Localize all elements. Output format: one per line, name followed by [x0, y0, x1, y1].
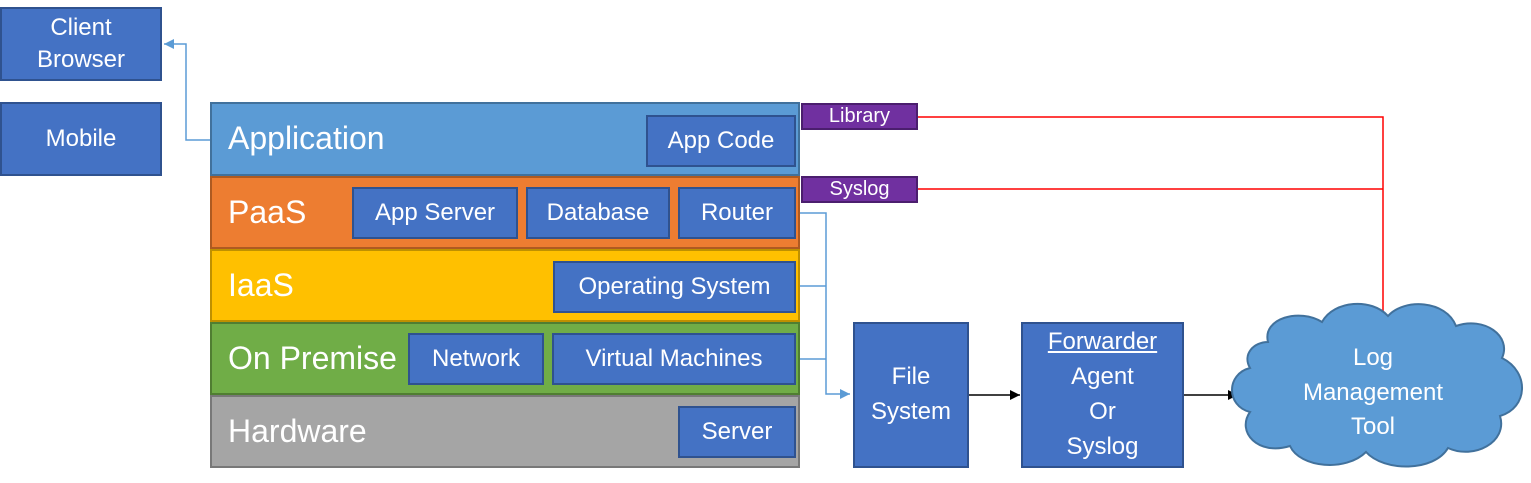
layer-hardware: Hardware Server — [210, 395, 800, 468]
mobile-box: Mobile — [0, 102, 162, 176]
app-to-browser-connector — [164, 39, 210, 141]
layer-paas-label: PaaS — [228, 194, 307, 230]
forwarder-line3: Syslog — [1066, 432, 1139, 460]
layer-iaas-label: IaaS — [228, 267, 294, 303]
layer-iaas: IaaS Operating System — [210, 249, 800, 322]
layer-hardware-label: Hardware — [228, 413, 367, 449]
library-to-log-tool-connector — [918, 116, 1388, 330]
layer-application-label: Application — [228, 120, 385, 156]
client-browser-line2: Browser — [36, 46, 126, 73]
mobile-label: Mobile — [45, 124, 117, 152]
component-app-code: App Code — [646, 115, 796, 167]
log-tool-line2: Management — [1302, 378, 1444, 406]
component-operating-system: Operating System — [553, 261, 796, 313]
component-virtual-machines: Virtual Machines — [552, 333, 796, 385]
file-system-line1: File — [891, 363, 931, 391]
syslog-tag: Syslog — [801, 176, 918, 203]
client-browser-box: Client Browser — [0, 7, 162, 81]
log-management-tool: Log Management Tool — [1268, 338, 1478, 448]
file-system-box: File System — [853, 322, 969, 468]
component-database: Database — [526, 187, 670, 239]
forwarder-line1: Agent — [1071, 363, 1134, 391]
component-app-server: App Server — [352, 187, 518, 239]
forwarder-line2: Or — [1089, 398, 1116, 425]
paas-to-filesystem-connector — [800, 212, 850, 399]
forwarder-box: Forwarder Agent Or Syslog — [1021, 322, 1184, 468]
component-network: Network — [408, 333, 544, 385]
client-browser-line1: Client — [50, 13, 112, 41]
file-system-line2: System — [870, 398, 951, 425]
library-tag: Library — [801, 103, 918, 130]
layer-application: Application App Code — [210, 102, 800, 176]
log-tool-line1: Log — [1352, 343, 1394, 371]
layer-on-premise: On Premise Network Virtual Machines — [210, 322, 800, 395]
log-management-cloud-shape — [1231, 303, 1523, 468]
layer-on-premise-label: On Premise — [228, 340, 397, 376]
forwarder-title: Forwarder — [1047, 328, 1158, 356]
log-tool-line3: Tool — [1350, 413, 1396, 441]
component-server: Server — [678, 406, 796, 458]
layer-paas: PaaS App Server Database Router — [210, 176, 800, 249]
component-router: Router — [678, 187, 796, 239]
